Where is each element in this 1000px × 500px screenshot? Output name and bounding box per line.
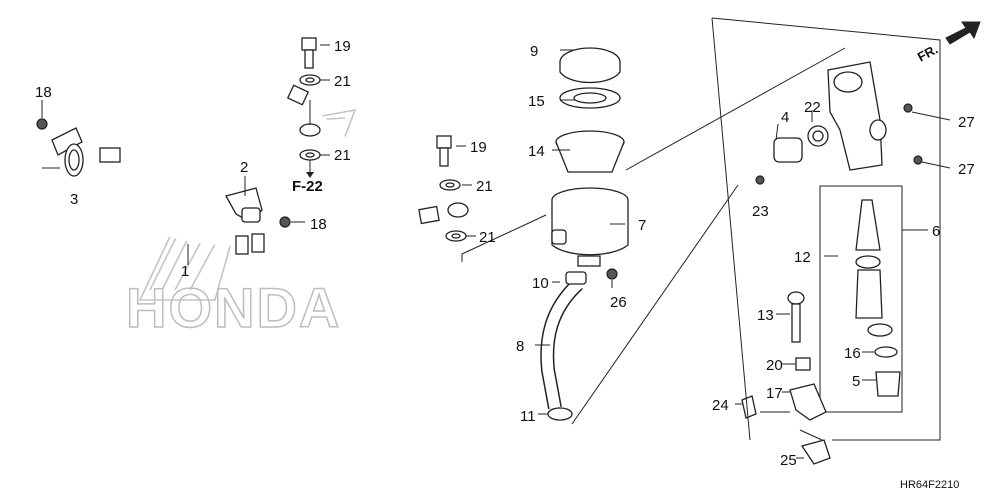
callout-21-d: 21	[479, 229, 496, 246]
callout-19-mid: 19	[470, 139, 487, 156]
callout-25: 25	[780, 452, 797, 469]
brake-hose	[99, 74, 440, 255]
callout-1: 1	[181, 263, 189, 280]
callout-18-guide: 18	[310, 216, 327, 233]
hose-clamp	[36, 100, 84, 177]
callout-27-b: 27	[958, 161, 975, 178]
reservoir-hose	[540, 268, 618, 421]
callout-19-upper: 19	[334, 38, 351, 55]
push-rod-assembly	[741, 291, 831, 465]
reference-label: F-22	[292, 178, 323, 195]
callout-21-a: 21	[334, 73, 351, 90]
callout-9: 9	[530, 43, 538, 60]
callout-21-c: 21	[476, 178, 493, 195]
callout-14: 14	[528, 143, 545, 160]
callout-26: 26	[610, 294, 627, 311]
callout-21-b: 21	[334, 147, 351, 164]
callout-17: 17	[766, 385, 783, 402]
callout-24: 24	[712, 397, 729, 414]
diagram-code: HR64F2210	[900, 479, 959, 491]
master-cylinder	[755, 61, 923, 185]
callouts: 1 2 3 4 5 6 7 8 9 10 11 12 13 14 15 16 1…	[35, 38, 975, 469]
watermark-wordmark: HONDA	[126, 276, 341, 339]
callout-5: 5	[852, 373, 860, 390]
callout-6: 6	[932, 223, 940, 240]
front-label: FR.	[915, 41, 941, 64]
assembly-frame	[571, 17, 941, 441]
upper-banjo-stack	[299, 37, 321, 175]
callout-8: 8	[516, 338, 524, 355]
mid-banjo-stack	[436, 135, 547, 262]
reference-f22: F-22	[292, 165, 323, 195]
callout-22: 22	[804, 99, 821, 116]
callout-18-left: 18	[35, 84, 52, 101]
callout-27-a: 27	[958, 114, 975, 131]
callout-11: 11	[520, 408, 536, 425]
callout-4: 4	[781, 109, 789, 126]
callout-23: 23	[752, 203, 769, 220]
reservoir-assembly	[551, 47, 629, 267]
callout-20: 20	[766, 357, 783, 374]
callout-3: 3	[70, 191, 78, 208]
callout-10: 10	[532, 275, 549, 292]
hose-guide	[225, 176, 305, 228]
piston-kit	[819, 185, 903, 413]
callout-13: 13	[757, 307, 774, 324]
callout-7: 7	[638, 217, 646, 234]
callout-12: 12	[794, 249, 811, 266]
front-arrow-icon	[945, 21, 981, 45]
front-direction-marker: FR.	[915, 21, 981, 65]
callout-2: 2	[240, 159, 248, 176]
leader-lines	[42, 44, 951, 459]
callout-16: 16	[844, 345, 861, 362]
callout-15: 15	[528, 93, 545, 110]
